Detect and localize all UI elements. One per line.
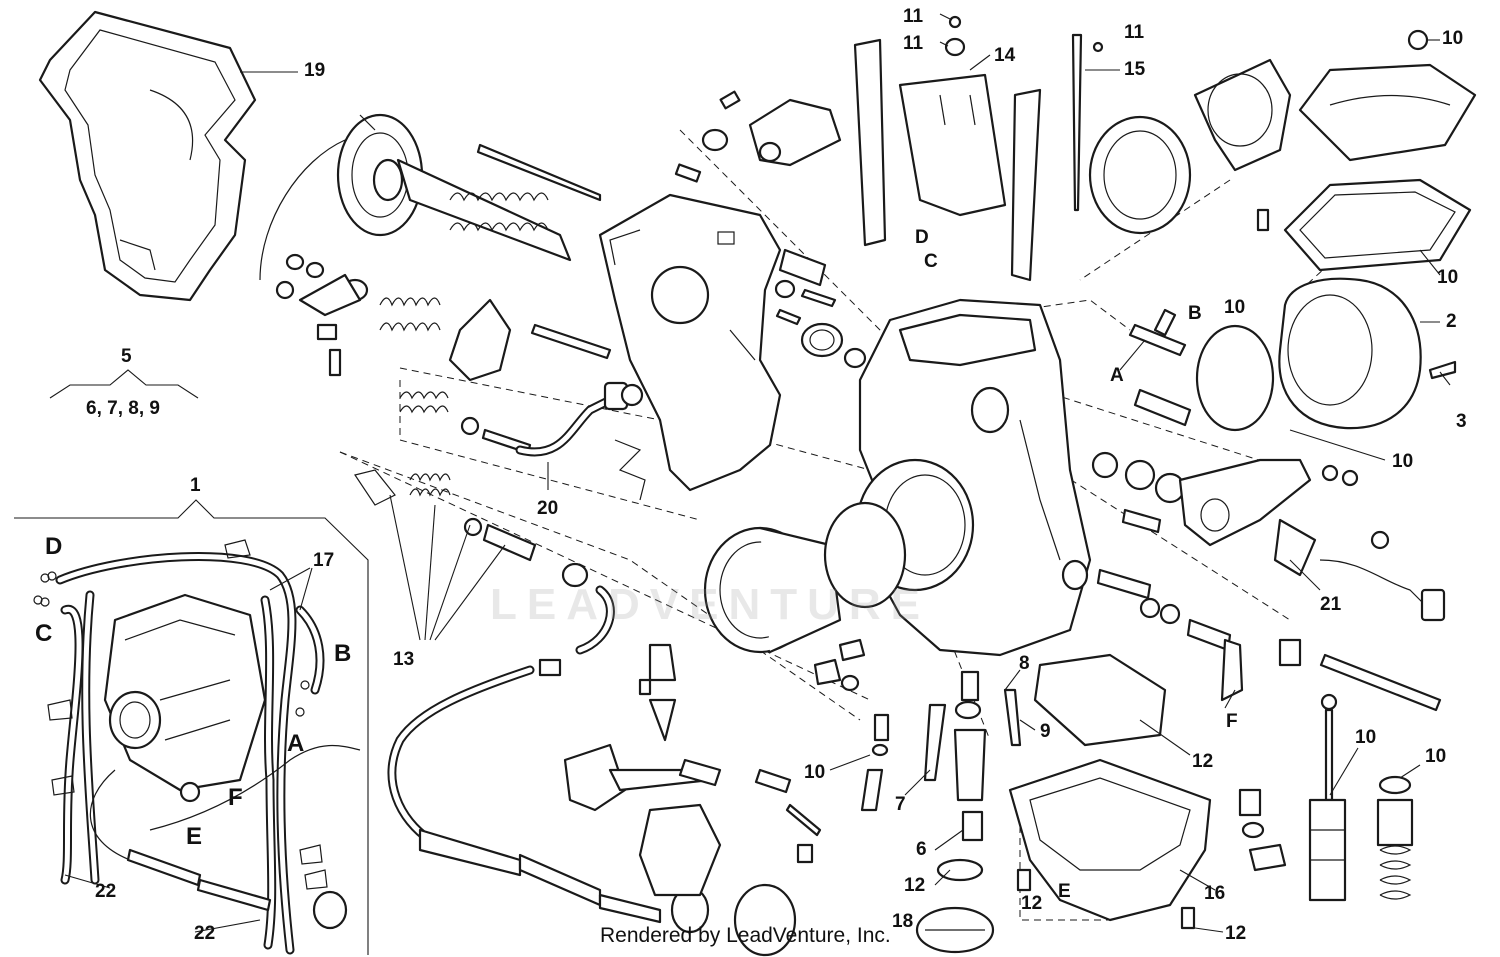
callout-22-left: 22 <box>95 881 117 902</box>
callout-b-inset: B <box>334 640 352 667</box>
leader-lines <box>829 249 1451 933</box>
linkage-upper <box>674 90 867 369</box>
callout-f-inset: F <box>228 784 243 811</box>
throttle-cable-13 <box>354 469 797 957</box>
callout-20: 20 <box>537 498 559 519</box>
callout-10-bottom-mid: 10 <box>1355 727 1377 748</box>
throttle-pulley-assembly <box>259 113 612 455</box>
callout-d-main: D <box>915 227 929 248</box>
callout-16: 16 <box>1204 883 1226 904</box>
o-ring-10 <box>1195 324 1275 432</box>
callout-10-oring: 10 <box>1224 297 1246 318</box>
callout-10-top-right: 10 <box>1442 28 1464 49</box>
carb-body <box>855 298 1092 657</box>
callout-14: 14 <box>994 45 1016 66</box>
callout-10-jet: 10 <box>804 762 826 783</box>
callout-e-inset: E <box>186 823 203 850</box>
intake-bell <box>703 501 907 654</box>
jets-and-screws <box>860 670 1414 930</box>
callout-13: 13 <box>393 649 415 670</box>
callout-2: 2 <box>1446 311 1457 332</box>
side-plate <box>598 193 782 501</box>
callout-11-mid: 11 <box>903 33 924 54</box>
callout-12-bottom: 12 <box>1225 923 1247 944</box>
cover-19 <box>38 10 298 302</box>
hose-20 <box>515 381 644 490</box>
callout-10-right: 10 <box>1392 451 1414 472</box>
render-credit: Rendered by LeadVenture, Inc. <box>600 924 891 947</box>
needle-15 <box>1071 33 1120 212</box>
intake-rings <box>1088 58 1292 235</box>
callout-10-gasket: 10 <box>1437 267 1459 288</box>
callout-c-main: C <box>924 251 938 272</box>
callout-12-gasket: 12 <box>1192 751 1214 772</box>
callout-6: 6 <box>916 839 927 860</box>
callout-1: 1 <box>190 475 201 496</box>
callout-7: 7 <box>895 794 906 815</box>
float-bowl-16 <box>915 653 1212 954</box>
callout-f-main: F <box>1226 711 1238 732</box>
watermark: LEADVENTURE <box>490 580 931 629</box>
callout-12-screw: 12 <box>1021 893 1043 914</box>
callout-a-main: A <box>1110 365 1124 386</box>
callout-5-subitems: 6, 7, 8, 9 <box>86 398 160 419</box>
callout-11-right: 11 <box>1124 22 1145 43</box>
top-cover-10 <box>1256 29 1477 272</box>
callout-15: 15 <box>1124 59 1146 80</box>
callout-d-inset: D <box>45 533 63 560</box>
housing-2 <box>1278 277 1457 430</box>
callout-3: 3 <box>1456 411 1467 432</box>
callout-8: 8 <box>1019 653 1030 674</box>
callout-21: 21 <box>1320 594 1342 615</box>
callout-5: 5 <box>121 346 132 367</box>
callout-17: 17 <box>313 550 335 571</box>
inset-assembly-1 <box>14 499 369 955</box>
group-bracket-5 <box>49 369 199 399</box>
callout-e-main: E <box>1058 881 1071 902</box>
callout-10-bottom-right: 10 <box>1425 746 1447 767</box>
callout-11-top: 11 <box>903 6 924 27</box>
callout-19: 19 <box>304 60 326 81</box>
right-small-parts <box>1091 388 1446 712</box>
callout-9: 9 <box>1040 721 1051 742</box>
t-fitting <box>1128 308 1187 357</box>
callout-c-inset: C <box>35 620 53 647</box>
callout-22-bottom: 22 <box>194 923 216 944</box>
callout-12-oring: 12 <box>904 875 926 896</box>
slide-14 <box>853 13 1042 282</box>
float-assembly <box>563 638 866 897</box>
callout-b-main: B <box>1188 303 1202 324</box>
callout-18: 18 <box>892 911 914 932</box>
callout-a-inset: A <box>287 730 305 757</box>
